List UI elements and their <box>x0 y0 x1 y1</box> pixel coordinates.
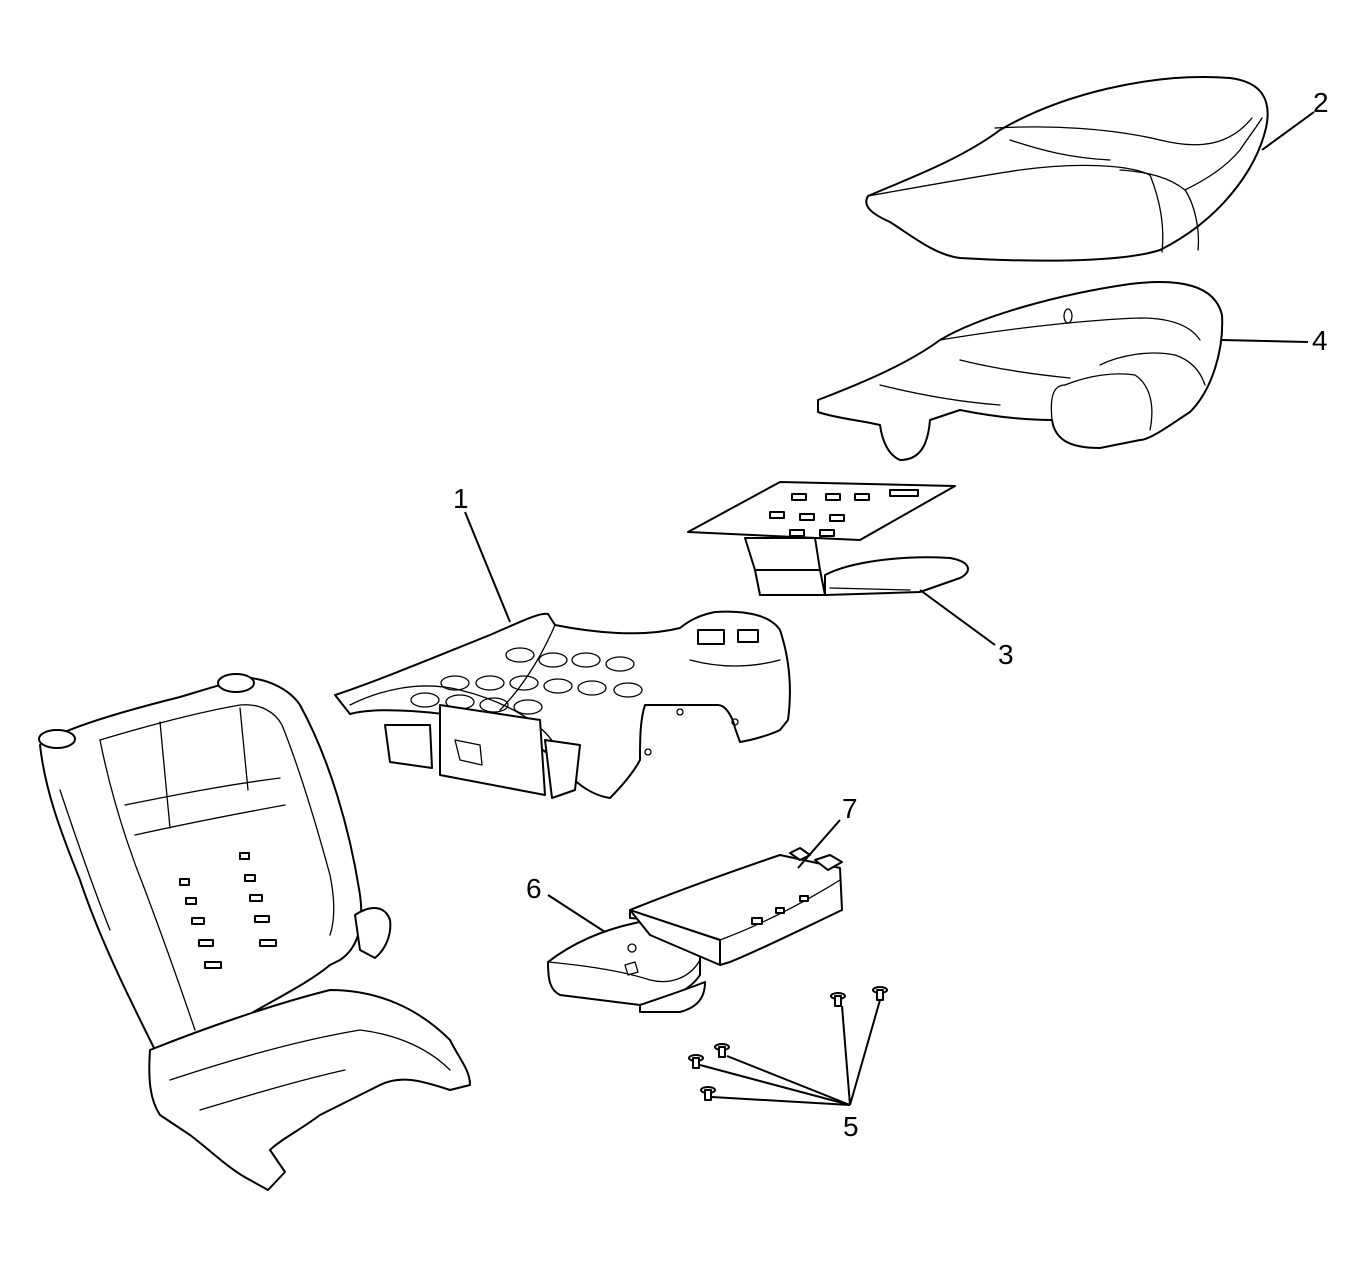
callout-2: 2 <box>1313 87 1329 118</box>
bolt <box>700 1086 716 1101</box>
seat-cushion-cover <box>865 76 1269 262</box>
callout-7: 7 <box>842 793 858 824</box>
seat-cushion-pad <box>817 281 1224 461</box>
bolts <box>688 986 888 1101</box>
leader-5a <box>841 1005 851 1106</box>
leader-3 <box>919 589 996 646</box>
callout-1: 1 <box>453 483 469 514</box>
control-module <box>629 847 843 966</box>
callout-5: 5 <box>843 1111 859 1142</box>
leader-5c <box>699 1064 851 1106</box>
bolt <box>830 992 846 1007</box>
seat-frame-springs <box>410 647 643 715</box>
callouts: 1 2 3 4 5 6 7 <box>453 87 1329 1142</box>
leader-1 <box>464 511 511 623</box>
leader-5e <box>711 1096 851 1106</box>
leader-5d <box>726 1055 851 1106</box>
seat-heater-mat <box>687 481 969 596</box>
callout-4: 4 <box>1312 325 1328 356</box>
callout-6: 6 <box>526 873 542 904</box>
leader-4 <box>1221 339 1309 343</box>
bolt <box>714 1043 730 1058</box>
leader-6 <box>547 894 606 933</box>
leader-5b <box>849 999 881 1106</box>
leader-lines <box>464 111 1315 1106</box>
leader-2 <box>1261 111 1315 151</box>
callout-3: 3 <box>998 639 1014 670</box>
seat-cushion-frame <box>334 610 791 799</box>
leader-7 <box>797 819 841 869</box>
seat-module <box>547 920 706 1013</box>
bolt <box>688 1054 704 1069</box>
seat-back-frame <box>38 673 471 1191</box>
bolt <box>872 986 888 1001</box>
